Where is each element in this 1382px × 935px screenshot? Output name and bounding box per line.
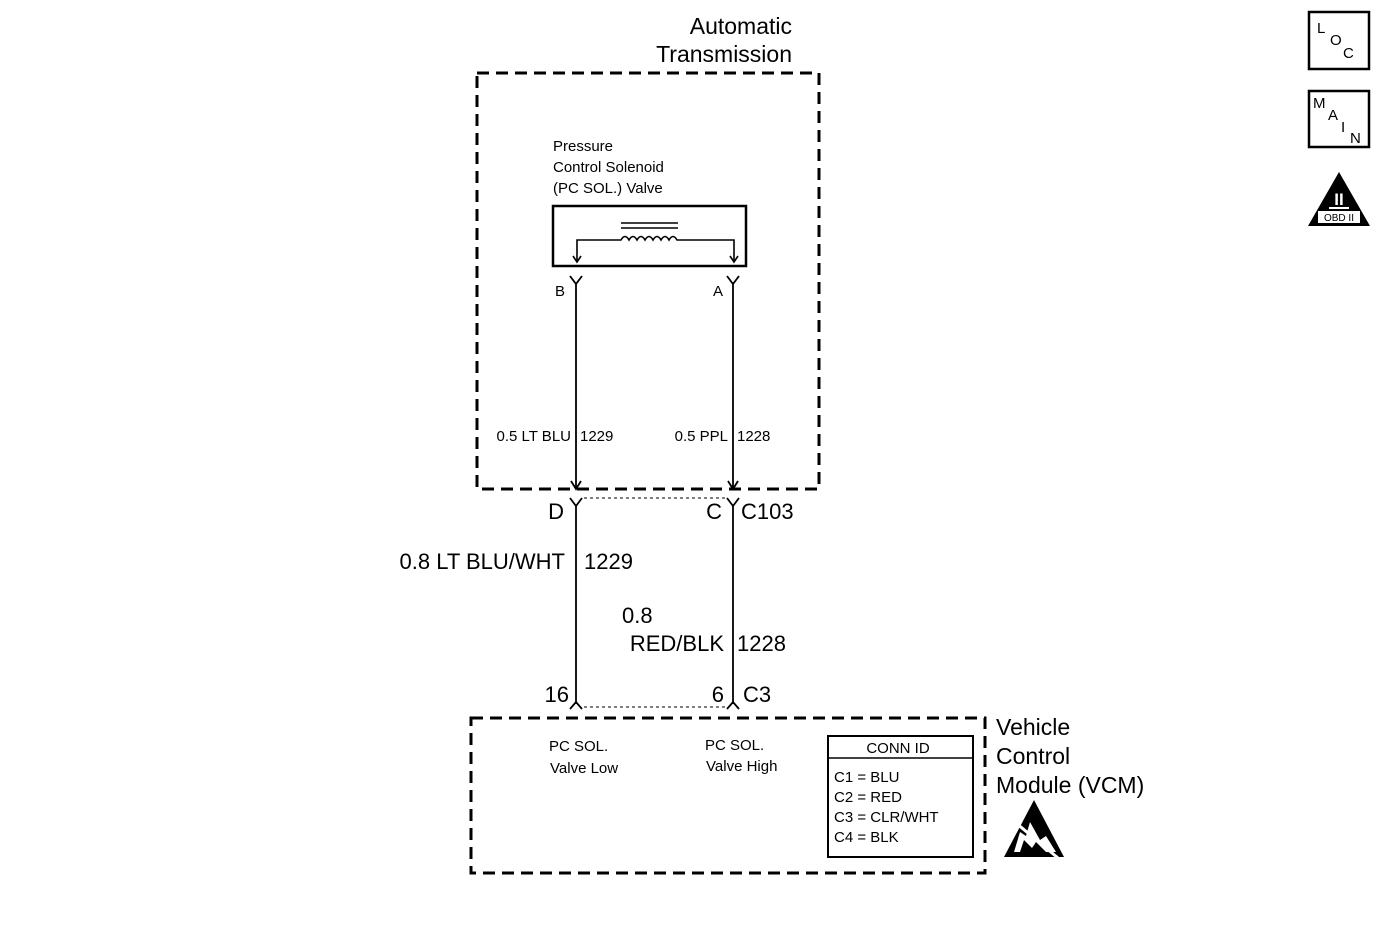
solenoid-label-2: Control Solenoid — [553, 159, 664, 176]
wire-upper-left-label: 0.5 LT BLU — [497, 428, 572, 445]
c103-pin-d: D — [548, 499, 564, 524]
solenoid-pin-a — [726, 275, 740, 286]
conn-id-row: C3 = CLR/WHT — [834, 809, 939, 826]
svg-text:II: II — [1334, 190, 1343, 209]
wire-lower-left-label: 0.8 LT BLU/WHT — [400, 549, 565, 574]
c3-name: C3 — [743, 682, 771, 707]
c3-pin-6: 6 — [712, 682, 724, 707]
vcm-input-low-2: Valve Low — [550, 760, 618, 777]
loc-icon[interactable]: L O C — [1307, 10, 1371, 71]
c103-pin-c: C — [706, 499, 722, 524]
pin-a-label: A — [713, 283, 723, 300]
solenoid-pin-b — [569, 275, 583, 286]
wire-lower-right-label-2: RED/BLK — [630, 631, 724, 656]
svg-text:OBD II: OBD II — [1324, 213, 1354, 224]
solenoid-coil-icon — [572, 222, 739, 264]
vcm-title-1: Vehicle — [996, 714, 1070, 740]
vcm-input-high-2: Valve High — [706, 758, 777, 775]
conn-id-header: CONN ID — [866, 740, 930, 757]
svg-text:M: M — [1313, 95, 1326, 112]
esd-sensitive-icon — [1004, 800, 1064, 860]
c3-pin-16: 16 — [545, 682, 569, 707]
wire-lower-right-circuit: 1228 — [737, 631, 786, 656]
svg-text:A: A — [1328, 107, 1338, 124]
vcm-input-high-1: PC SOL. — [705, 737, 764, 754]
conn-id-table: CONN ID C1 = BLU C2 = RED C3 = CLR/WHT C… — [827, 735, 974, 858]
svg-text:O: O — [1330, 32, 1342, 49]
vcm-title-3: Module (VCM) — [996, 772, 1144, 798]
transmission-title-2: Transmission — [656, 41, 792, 67]
transmission-box — [475, 71, 821, 491]
solenoid-component — [551, 204, 748, 268]
wire-upper-left-circuit: 1229 — [580, 428, 613, 445]
vcm-input-low-1: PC SOL. — [549, 738, 608, 755]
svg-text:C: C — [1343, 45, 1354, 62]
main-icon[interactable]: M A I N — [1307, 89, 1371, 149]
wire-lower-right-label-1: 0.8 — [622, 603, 653, 628]
pin-b-label: B — [555, 283, 565, 300]
conn-id-row: C1 = BLU — [834, 769, 899, 786]
conn-id-row: C2 = RED — [834, 789, 902, 806]
connector-c3 — [569, 700, 740, 710]
solenoid-label-3: (PC SOL.) Valve — [553, 180, 663, 197]
solenoid-label-1: Pressure — [553, 138, 613, 155]
svg-text:I: I — [1341, 119, 1345, 136]
transmission-title-1: Automatic — [690, 13, 792, 39]
vcm-box — [469, 716, 987, 875]
wire-upper-right-circuit: 1228 — [737, 428, 770, 445]
svg-text:N: N — [1350, 130, 1361, 147]
c103-name: C103 — [741, 499, 794, 524]
wire-lower-left-circuit: 1229 — [584, 549, 633, 574]
vcm-title-2: Control — [996, 743, 1070, 769]
wire-upper-right-label: 0.5 PPL — [675, 428, 728, 445]
svg-text:L: L — [1317, 20, 1325, 37]
conn-id-row: C4 = BLK — [834, 829, 899, 846]
obd-ii-icon[interactable]: II OBD II — [1308, 172, 1370, 226]
